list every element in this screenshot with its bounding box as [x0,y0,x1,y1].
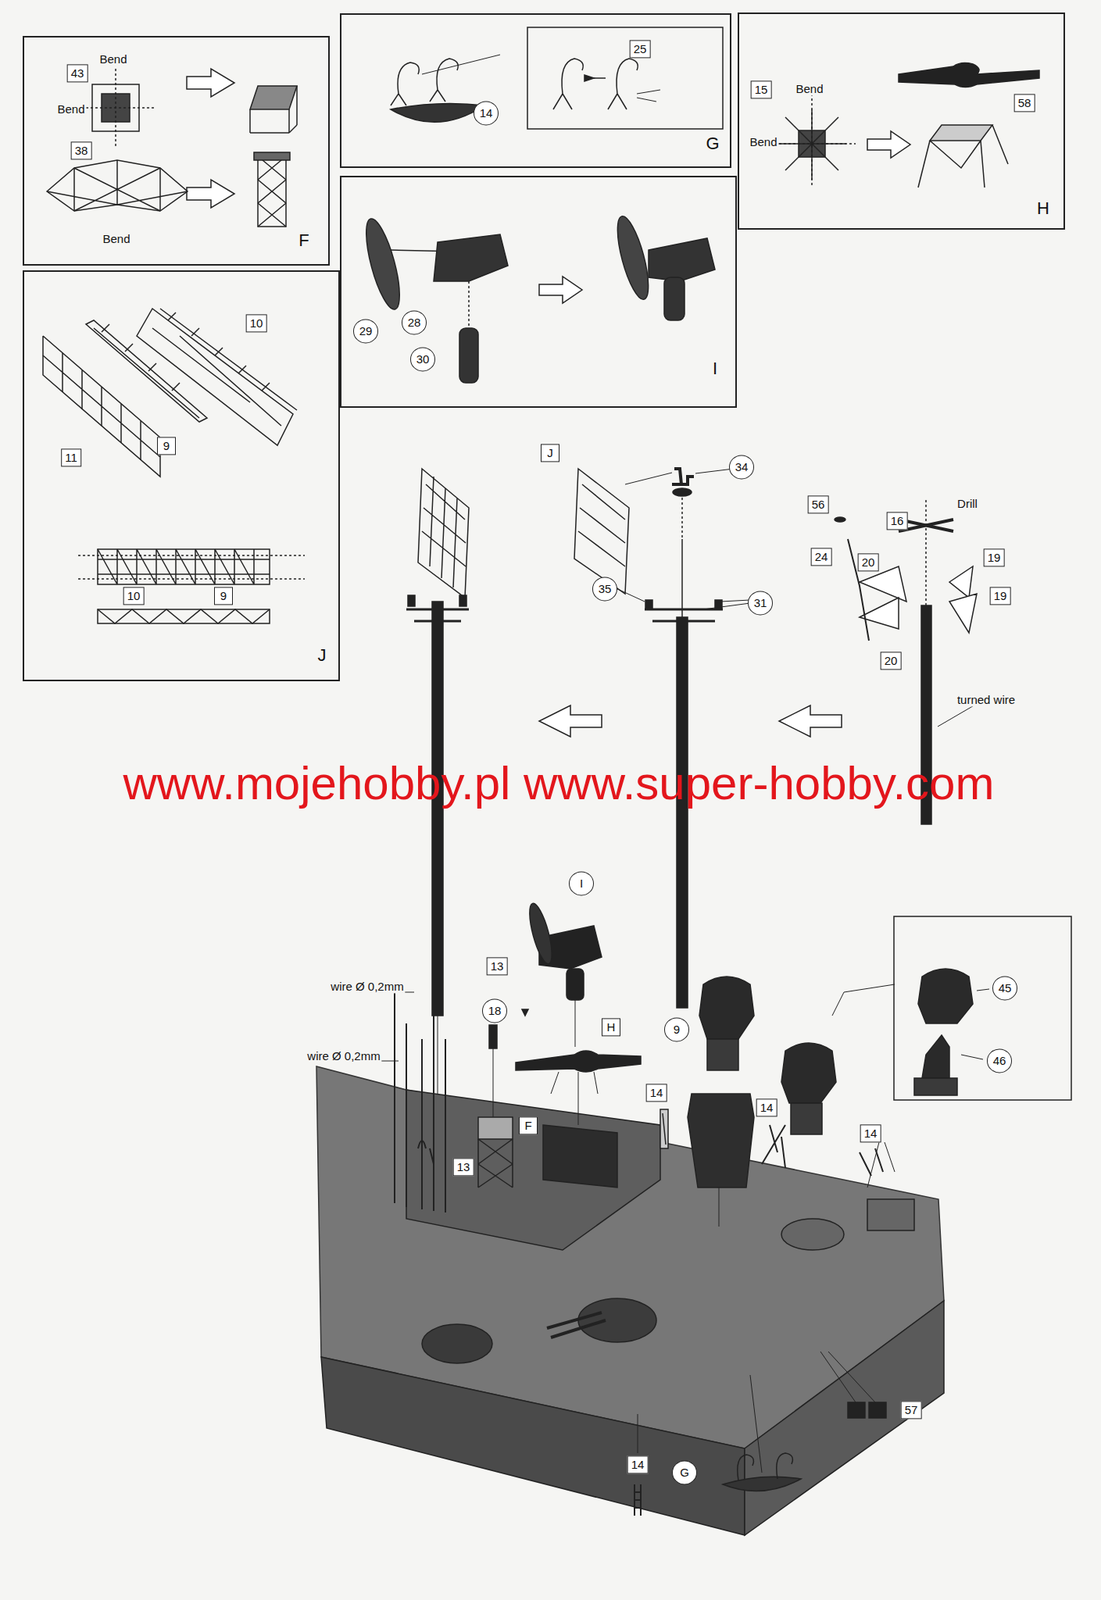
step-letter: G [705,133,719,154]
callout-number: 30 [410,346,436,372]
callout-number: 14 [756,1098,778,1117]
note-text: Bend [747,135,779,149]
callout-number: F [518,1116,538,1135]
step-letter: I [712,358,718,379]
callout-number: 46 [986,1048,1012,1073]
note-text: Bend [97,52,129,66]
callout-number: 10 [123,586,145,605]
callout-number: G [672,1460,698,1485]
callout-number: 14 [646,1083,668,1102]
callout-number: 9 [664,1017,690,1042]
callout-number: 19 [983,548,1005,567]
note-text: Drill [955,496,980,511]
callout-number: 14 [860,1124,882,1143]
note-text: wire Ø 0,2mm [328,979,405,994]
callout-number: 28 [401,310,427,335]
callout-number: 9 [214,586,233,605]
callout-number: 58 [1014,93,1036,112]
step-panel: I [339,175,737,408]
step-letter: F [298,230,309,251]
callout-number: 38 [71,141,93,160]
callout-number: 11 [60,448,82,467]
note-text: Bend [793,82,825,96]
step-panel: G [339,13,732,169]
callout-number: 13 [453,1158,475,1177]
step-panel: J [22,270,340,682]
step-letter: H [1036,198,1050,219]
callout-number: I [568,871,594,896]
callout-number: 45 [992,975,1018,1001]
callout-number: 43 [67,64,89,83]
note-text: Bend [55,102,86,116]
callout-number: 14 [627,1455,649,1474]
callout-number: 14 [473,100,499,126]
callout-number: 15 [750,80,773,99]
callout-number: 9 [157,436,176,455]
callout-number: 24 [811,547,833,566]
callout-number: 13 [486,957,508,976]
callout-number: 31 [747,590,773,615]
callout-number: 56 [807,495,830,514]
callout-number: 16 [886,511,908,530]
watermark: www.mojehobby.pl www.super-hobby.com [123,756,995,811]
callout-number: 35 [592,576,618,601]
note-text: wire Ø 0,2mm [305,1049,382,1063]
note-text: Bend [100,232,132,246]
note-text: turned wire [955,693,1017,707]
callout-number: J [540,443,560,462]
callout-number: 20 [857,553,880,572]
step-letter: J [318,645,327,666]
callout-number: 19 [990,586,1012,605]
callout-number: 25 [629,39,651,58]
callout-number: 34 [729,454,755,480]
callout-number: 10 [246,314,268,333]
step-panel: H [737,12,1066,230]
callout-number: 57 [900,1401,923,1420]
callout-number: 29 [353,318,379,344]
callout-number: H [601,1018,621,1037]
callout-number: 18 [482,998,508,1023]
callout-number: 20 [880,651,902,670]
